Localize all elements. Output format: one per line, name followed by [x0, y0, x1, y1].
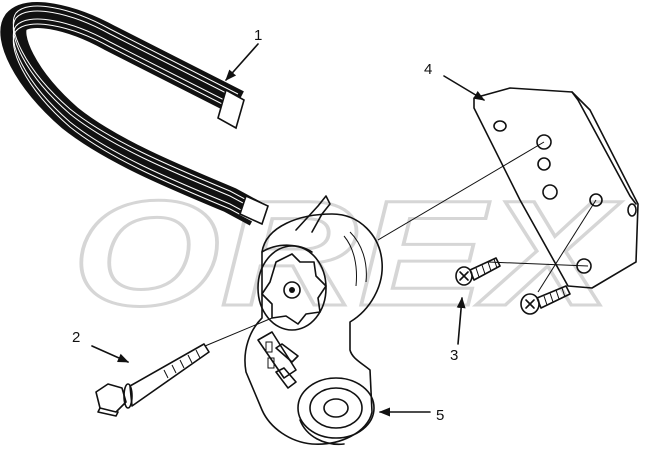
bracket-hole [542, 184, 558, 200]
part-label-1: 1 [254, 27, 262, 44]
leader-arrow-2 [91, 345, 130, 363]
belt-tensioner [244, 195, 383, 445]
bracket-hole [537, 157, 551, 171]
alignment-lines [204, 141, 597, 347]
part-labels: 1 2 3 4 5 [72, 27, 458, 424]
short-bolt-lower [520, 285, 571, 315]
bracket-hole [493, 120, 507, 132]
watermark-text: OREX [72, 169, 622, 337]
long-bolt [95, 343, 210, 417]
leader-arrow-3 [456, 296, 466, 345]
bracket-hole [589, 193, 603, 207]
drive-belt [0, 2, 269, 226]
watermark: OREX [71, 168, 624, 339]
part-label-2: 2 [72, 329, 80, 346]
leader-arrow-1 [225, 43, 259, 81]
bracket-hole [536, 134, 552, 150]
short-bolt-upper [455, 257, 501, 286]
part-label-3: 3 [450, 347, 458, 364]
part-label-4: 4 [424, 61, 432, 78]
bracket-hole [627, 203, 637, 217]
leader-arrow-4 [443, 75, 485, 101]
leader-arrows [91, 43, 485, 417]
mounting-bracket [473, 87, 639, 289]
part-label-5: 5 [436, 407, 444, 424]
